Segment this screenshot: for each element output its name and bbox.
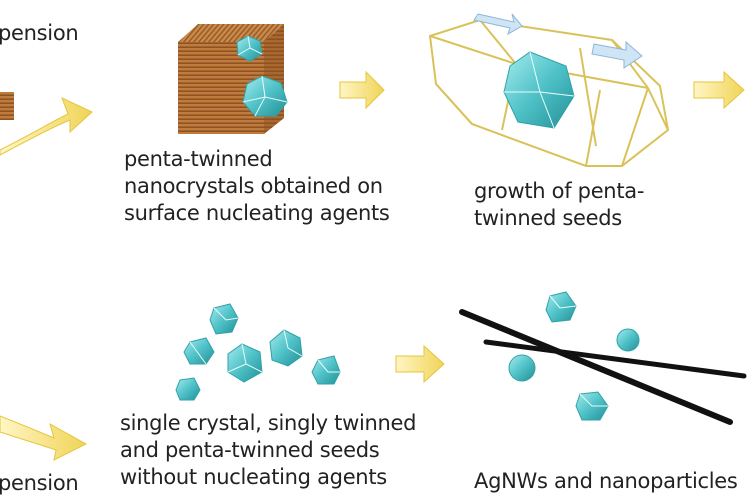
penta-twinned-seed-in-wire bbox=[503, 51, 575, 129]
silver-nanowires bbox=[459, 309, 747, 425]
penta-twinned-crystal-small bbox=[236, 35, 263, 62]
bottom-suspension-label: pension bbox=[0, 471, 79, 495]
arrow-to-agnws bbox=[395, 344, 445, 384]
bottom-left-arrow bbox=[0, 415, 88, 461]
arrow-to-right-edge bbox=[693, 70, 745, 110]
nanoparticle-sphere-right bbox=[616, 328, 640, 352]
arrow-to-growth bbox=[339, 70, 385, 110]
singly-twinned-seed bbox=[183, 337, 215, 365]
single-crystal-label: single crystal, singly twinned and penta… bbox=[120, 411, 417, 489]
top-suspension-label: pension bbox=[0, 21, 79, 45]
growth-direction-arrow-right bbox=[591, 40, 643, 69]
single-crystal-seed-b bbox=[311, 355, 341, 385]
top-left-substrate-fragment bbox=[0, 92, 14, 120]
penta-twinned-seed-b bbox=[269, 329, 303, 367]
growth-direction-arrow-left bbox=[473, 13, 523, 36]
top-left-arrow bbox=[0, 97, 93, 156]
penta-twinned-crystal-large bbox=[242, 75, 288, 117]
nanoparticle-cube-bottom bbox=[575, 391, 609, 421]
agnws-label: AgNWs and nanoparticles bbox=[474, 469, 738, 493]
penta-on-agents-label: penta-twinned nanocrystals obtained on s… bbox=[124, 147, 390, 225]
nanoparticle-sphere-left bbox=[508, 354, 536, 382]
single-crystal-seed bbox=[209, 303, 239, 335]
penta-twinned-seed-a bbox=[227, 343, 263, 383]
small-seed bbox=[175, 377, 201, 401]
nanoparticle-cube-top bbox=[545, 291, 577, 323]
growth-label: growth of penta- twinned seeds bbox=[474, 179, 645, 230]
